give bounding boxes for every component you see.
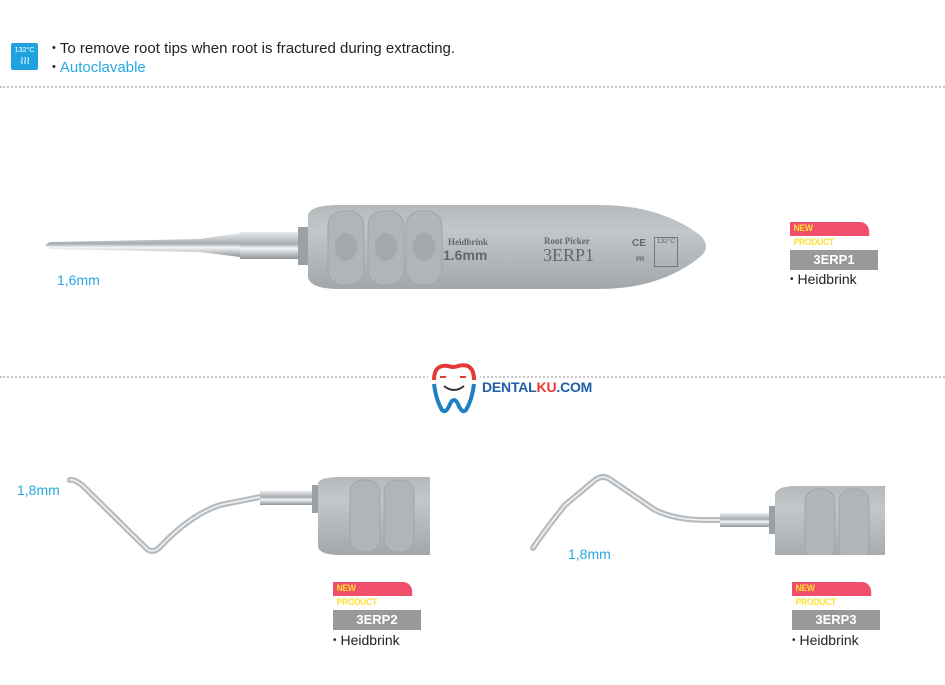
root-picker-3erp2-image xyxy=(67,476,430,555)
brand-label: •Heidbrink xyxy=(333,632,400,648)
dentalku-logo xyxy=(428,360,480,415)
handle-brand: Heidbrink xyxy=(448,237,489,247)
product-tag-3erp3: NEW PRODUCT 3ERP3 xyxy=(792,582,880,630)
product-tag-3erp2: NEW PRODUCT 3ERP2 xyxy=(333,582,421,630)
tip-size-label: 1,6mm xyxy=(57,272,100,288)
root-picker-3erp1-image xyxy=(45,205,706,289)
logo-text: DENTALKU.COM xyxy=(482,379,593,395)
product-tag-3erp1: NEW PRODUCT 3ERP1 xyxy=(790,222,878,270)
ce-mark: CE xyxy=(632,238,646,249)
brand-label: •Heidbrink xyxy=(792,632,859,648)
description-bullet: •To remove root tips when root is fractu… xyxy=(52,40,456,57)
handle-size: 1.6mm xyxy=(443,247,488,263)
tip-size-label: 1,8mm xyxy=(17,482,60,498)
autoclavable-bullet: •Autoclavable xyxy=(52,59,146,76)
sterilization-icon: 132°C ≀≀≀ xyxy=(11,43,38,70)
autoclave-icon: 132°C xyxy=(654,237,678,267)
pr-mark: PR xyxy=(636,257,645,263)
handle-type: Root Picker xyxy=(544,236,590,246)
tooth-icon xyxy=(432,363,476,414)
divider xyxy=(0,86,945,88)
tip-size-label: 1,8mm xyxy=(568,546,611,562)
handle-code: 3ERP1 xyxy=(543,245,595,265)
root-picker-3erp3-image xyxy=(530,474,885,555)
brand-label: •Heidbrink xyxy=(790,271,857,287)
